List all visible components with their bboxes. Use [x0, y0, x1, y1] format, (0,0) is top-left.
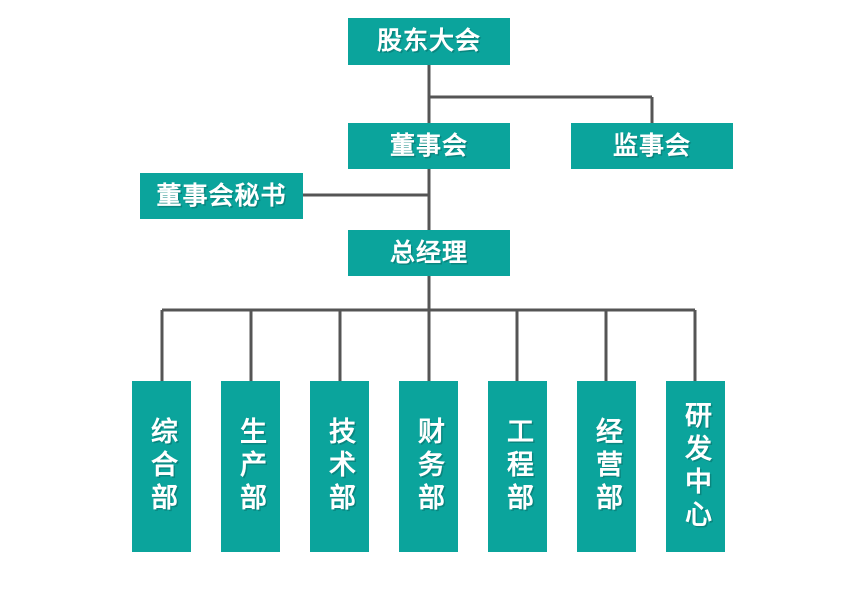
node-board-of-supervisors-label: 监事会 [612, 130, 691, 160]
node-department-technology-label: 技术部 [324, 417, 355, 516]
node-general-manager-label: 总经理 [389, 237, 468, 267]
node-department-finance[interactable]: 财务部 [399, 381, 458, 552]
node-board-of-directors-label: 董事会 [389, 130, 468, 160]
node-department-engineering[interactable]: 工程部 [488, 381, 547, 552]
node-department-production[interactable]: 生产部 [221, 381, 280, 552]
node-department-technology[interactable]: 技术部 [310, 381, 369, 552]
node-board-of-directors[interactable]: 董事会 [348, 123, 510, 169]
node-board-of-supervisors[interactable]: 监事会 [571, 123, 733, 169]
node-shareholders-meeting-label: 股东大会 [376, 26, 481, 56]
node-department-general-affairs-label: 综合部 [146, 417, 177, 516]
node-department-production-label: 生产部 [235, 417, 266, 516]
node-department-engineering-label: 工程部 [502, 417, 533, 516]
node-department-rd-center-label: 研发中心 [680, 400, 711, 533]
node-department-general-affairs[interactable]: 综合部 [132, 381, 191, 552]
node-shareholders-meeting[interactable]: 股东大会 [348, 18, 510, 65]
node-department-operations[interactable]: 经营部 [577, 381, 636, 552]
node-department-finance-label: 财务部 [413, 417, 444, 516]
node-general-manager[interactable]: 总经理 [348, 230, 510, 276]
node-board-secretary[interactable]: 董事会秘书 [140, 173, 303, 219]
node-department-rd-center[interactable]: 研发中心 [666, 381, 725, 552]
node-board-secretary-label: 董事会秘书 [156, 180, 287, 210]
node-department-operations-label: 经营部 [591, 417, 622, 516]
